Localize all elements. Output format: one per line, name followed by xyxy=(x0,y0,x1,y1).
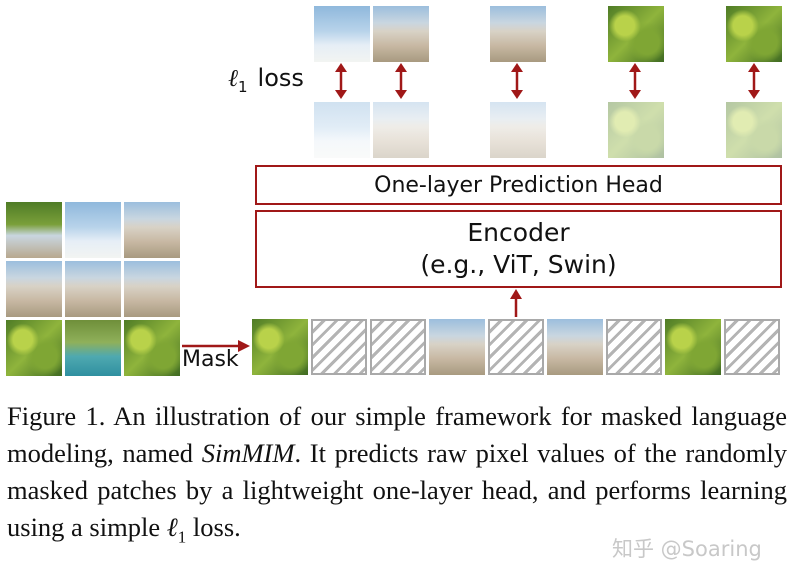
loss-arrow xyxy=(333,61,349,101)
loss-arrow xyxy=(393,61,409,101)
input-patch xyxy=(65,320,121,376)
caption-loss-symbol: ℓ xyxy=(166,512,178,542)
encoder-examples: (e.g., ViT, Swin) xyxy=(420,250,617,279)
loss-word: loss xyxy=(257,64,304,92)
encoder-label: Encoder xyxy=(467,218,570,247)
target-patch xyxy=(490,6,546,62)
input-image-grid xyxy=(6,202,180,376)
mask-arrow xyxy=(182,340,250,352)
masked-patch xyxy=(370,319,426,375)
target-patch xyxy=(373,6,429,62)
masked-patch xyxy=(488,319,544,375)
loss-arrows xyxy=(333,61,762,101)
loss-arrow xyxy=(746,61,762,101)
target-patch xyxy=(314,6,370,62)
visible-patch xyxy=(665,319,721,375)
predicted-patch xyxy=(608,102,664,158)
input-patch xyxy=(6,261,62,317)
predicted-patch xyxy=(726,102,782,158)
target-patch xyxy=(726,6,782,62)
loss-arrow xyxy=(627,61,643,101)
masked-patch xyxy=(606,319,662,375)
input-patch xyxy=(6,202,62,258)
caption-suffix: loss. xyxy=(186,512,241,542)
input-patch xyxy=(124,261,180,317)
target-patch xyxy=(608,6,664,62)
input-patch xyxy=(65,202,121,258)
loss-arrow xyxy=(509,61,525,101)
encoder-box: Encoder (e.g., ViT, Swin) xyxy=(255,210,782,288)
loss-subscript: 1 xyxy=(238,77,248,96)
prediction-head-label: One-layer Prediction Head xyxy=(374,172,663,198)
prediction-head-box: One-layer Prediction Head xyxy=(255,165,782,205)
visible-patch xyxy=(547,319,603,375)
caption-method-name: SimMIM xyxy=(201,438,295,468)
patch-sequence xyxy=(252,318,780,376)
watermark: 知乎 @Soaring xyxy=(612,537,762,561)
sequence-to-encoder-arrow xyxy=(510,289,522,317)
loss-label: ℓ1 loss xyxy=(228,64,304,96)
masked-patch xyxy=(724,319,780,375)
visible-patch xyxy=(252,319,308,375)
mask-label: Mask xyxy=(182,347,239,372)
caption-prefix: Figure 1. An illustration of our simple … xyxy=(7,401,787,468)
input-patch xyxy=(124,202,180,258)
visible-patch xyxy=(429,319,485,375)
loss-symbol: ℓ xyxy=(228,64,238,92)
input-patch xyxy=(124,320,180,376)
predicted-patch xyxy=(373,102,429,158)
caption-loss-subscript: 1 xyxy=(177,527,187,547)
input-patch xyxy=(65,261,121,317)
input-patch xyxy=(6,320,62,376)
figure-caption: Figure 1. An illustration of our simple … xyxy=(7,398,787,555)
caption-middle: . It predicts raw pixel values of the ra… xyxy=(7,438,787,542)
predicted-patch xyxy=(314,102,370,158)
masked-patch xyxy=(311,319,367,375)
predicted-patch xyxy=(490,102,546,158)
